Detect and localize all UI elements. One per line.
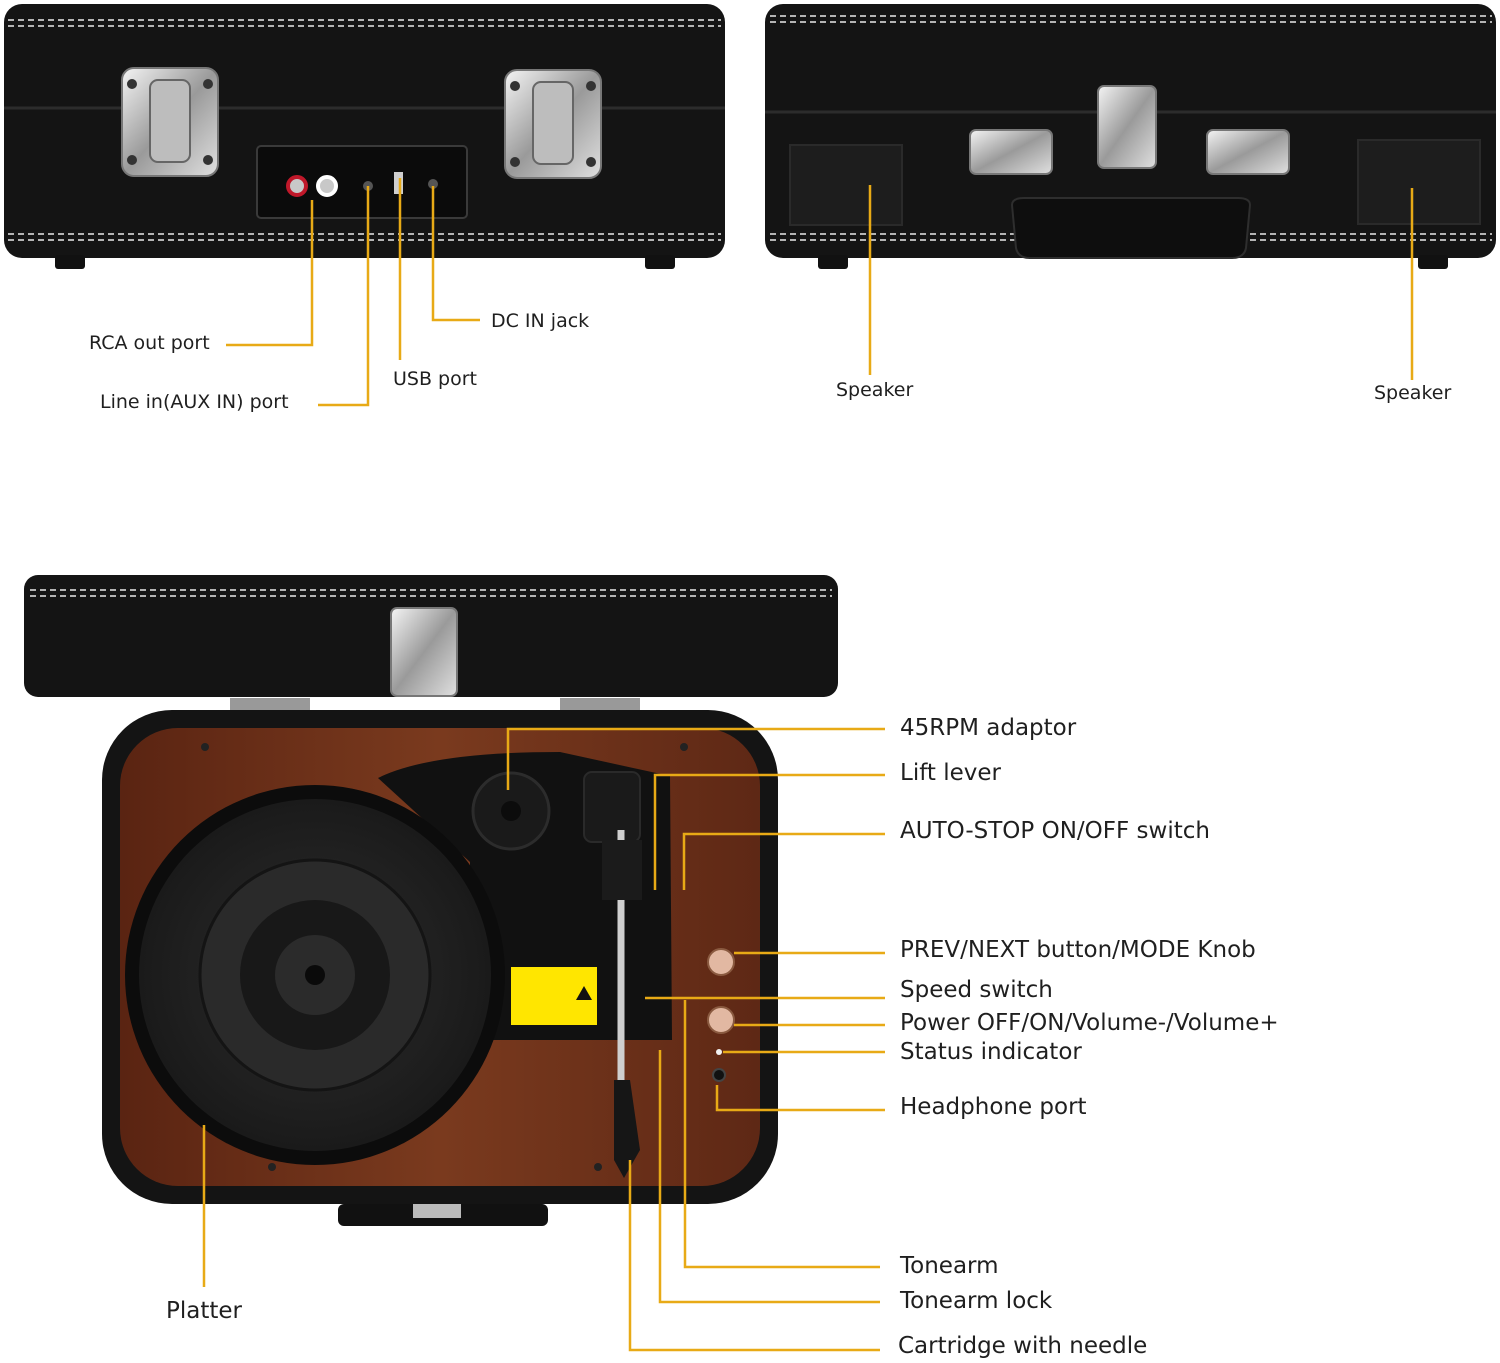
leader-auto-stop bbox=[682, 832, 885, 890]
front-latches bbox=[969, 85, 1290, 175]
label-speed-switch: Speed switch bbox=[900, 977, 1053, 1003]
platter bbox=[125, 785, 505, 1165]
label-line-in: Line in(AUX IN) port bbox=[100, 391, 289, 413]
leader-rca bbox=[226, 200, 314, 347]
speaker-grille-right bbox=[1357, 139, 1481, 225]
usb-slot bbox=[394, 172, 403, 194]
label-prev-next: PREV/NEXT button/MODE Knob bbox=[900, 937, 1256, 963]
label-dc-in: DC IN jack bbox=[491, 310, 590, 332]
label-power-volume: Power OFF/ON/Volume-/Volume+ bbox=[900, 1010, 1279, 1036]
rca-white-jack bbox=[316, 175, 338, 197]
label-usb-port: USB port bbox=[393, 368, 477, 390]
leader-dc bbox=[431, 186, 480, 322]
warning-sticker bbox=[511, 967, 597, 1025]
status-led bbox=[716, 1049, 722, 1055]
speaker-grille-left bbox=[789, 144, 903, 226]
label-status-indicator: Status indicator bbox=[900, 1039, 1082, 1065]
back-latch-right bbox=[504, 69, 602, 179]
label-tonearm-lock: Tonearm lock bbox=[900, 1288, 1053, 1314]
leader-tonearm bbox=[683, 1000, 880, 1269]
leader-lift-lever bbox=[653, 773, 885, 890]
adaptor-45rpm bbox=[471, 771, 551, 851]
power-volume-knob bbox=[707, 1006, 735, 1034]
back-view-case bbox=[4, 4, 725, 269]
port-panel bbox=[256, 145, 468, 219]
leader-45rpm bbox=[506, 727, 885, 790]
leader-tonearm-lock bbox=[658, 1050, 880, 1304]
label-tonearm: Tonearm bbox=[900, 1253, 999, 1279]
dc-jack bbox=[428, 179, 438, 189]
headphone-jack bbox=[712, 1068, 726, 1082]
leader-line-in bbox=[318, 186, 370, 407]
leader-lines bbox=[202, 178, 1414, 1352]
label-lift-lever: Lift lever bbox=[900, 760, 1001, 786]
label-rca-out: RCA out port bbox=[89, 332, 210, 354]
prev-next-mode-knob bbox=[707, 948, 735, 976]
control-panel bbox=[707, 948, 735, 1082]
carry-handle bbox=[1010, 197, 1252, 259]
label-cartridge: Cartridge with needle bbox=[898, 1333, 1148, 1359]
back-latch-left bbox=[121, 67, 219, 177]
tonearm bbox=[583, 771, 642, 1178]
leader-cartridge bbox=[628, 1160, 880, 1352]
rca-red-jack bbox=[286, 175, 308, 197]
label-speaker-left: Speaker bbox=[836, 379, 914, 401]
label-speaker-right: Speaker bbox=[1374, 382, 1452, 404]
label-45rpm-adaptor: 45RPM adaptor bbox=[900, 715, 1077, 741]
lid bbox=[24, 575, 838, 710]
label-headphone-port: Headphone port bbox=[900, 1094, 1087, 1120]
label-auto-stop: AUTO-STOP ON/OFF switch bbox=[900, 818, 1210, 844]
leader-headphone bbox=[715, 1085, 885, 1112]
label-platter: Platter bbox=[166, 1298, 242, 1324]
